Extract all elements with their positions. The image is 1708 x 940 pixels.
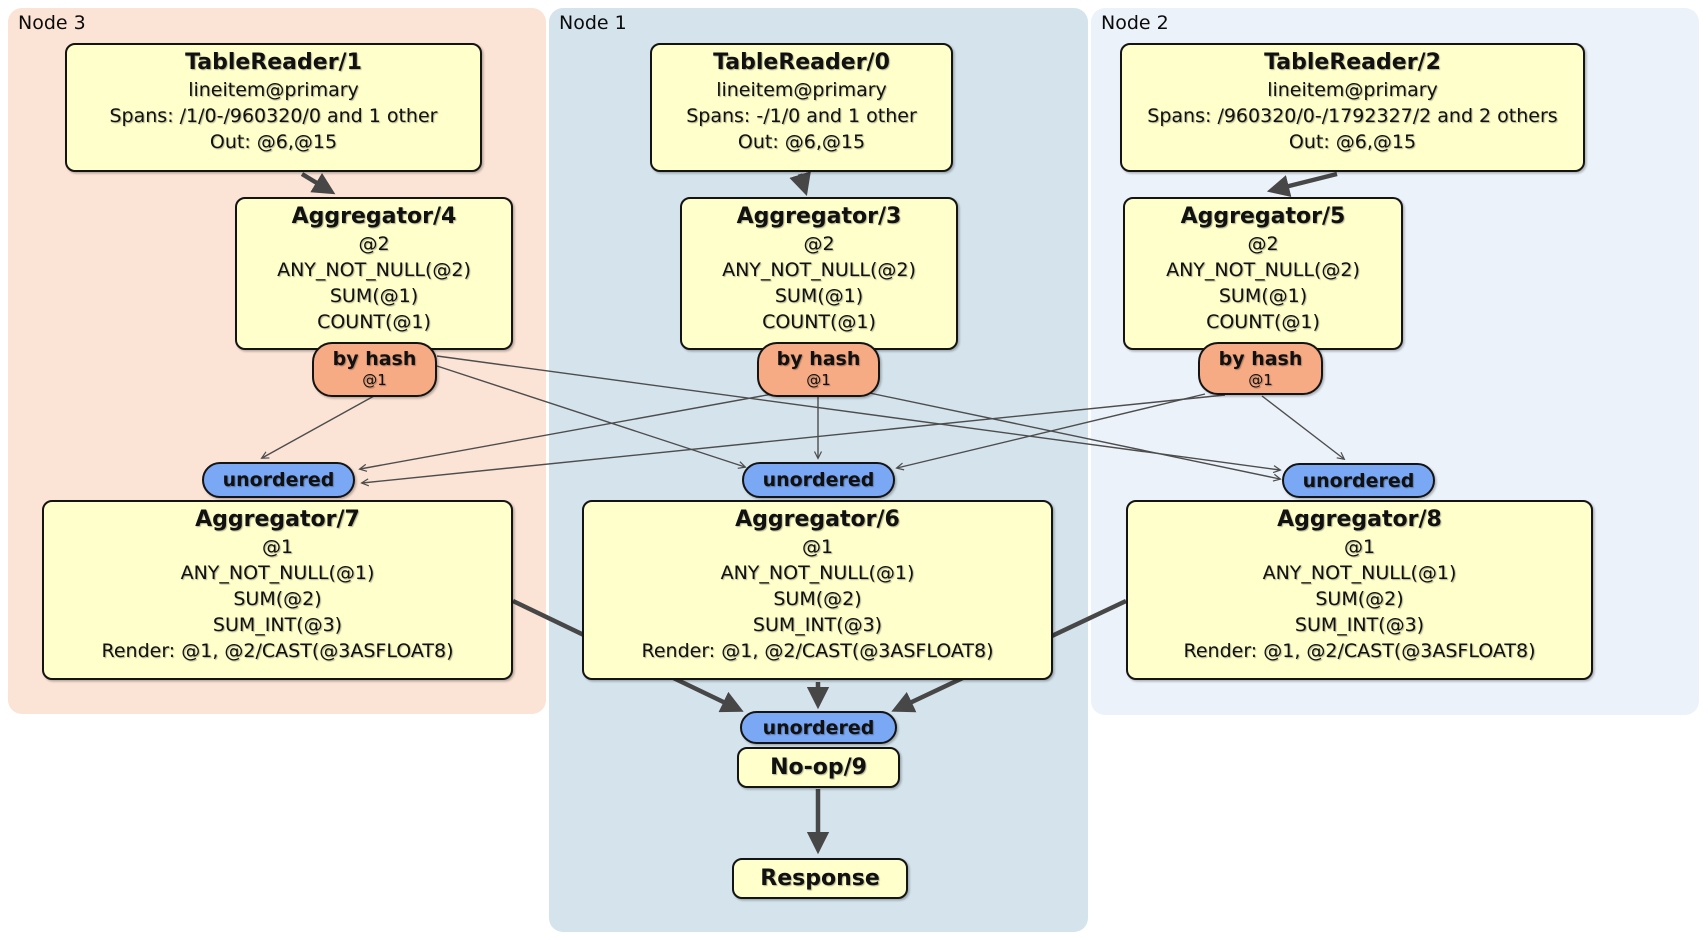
processor-line: Render: @1, @2/CAST(@3ASFLOAT8): [1183, 640, 1536, 662]
processor-box-aggregator-6: Aggregator/6 @1 ANY_NOT_NULL(@1) SUM(@2)…: [582, 500, 1053, 680]
processor-line: lineitem@primary: [188, 79, 359, 101]
sync-unordered-node2: unordered: [1282, 463, 1435, 498]
router-detail: @1: [362, 371, 387, 389]
sync-label: unordered: [762, 469, 875, 491]
router-label: by hash: [1218, 348, 1303, 370]
processor-line: SUM_INT(@3): [752, 614, 883, 636]
processor-line: @2: [358, 233, 390, 255]
edge-r3-s3: [262, 395, 375, 458]
processor-box-noop-9: No-op/9: [737, 747, 900, 788]
processor-title: Response: [760, 866, 880, 891]
edge-r2-s3: [362, 394, 1226, 483]
router-label: by hash: [776, 348, 861, 370]
processor-box-aggregator-3: Aggregator/3 @2 ANY_NOT_NULL(@2) SUM(@1)…: [680, 197, 958, 350]
processor-box-aggregator-4: Aggregator/4 @2 ANY_NOT_NULL(@2) SUM(@1)…: [235, 197, 513, 350]
processor-line: Out: @6,@15: [1288, 131, 1417, 153]
processor-title: Aggregator/5: [1180, 204, 1346, 229]
edge-r2-s2: [1261, 395, 1344, 459]
processor-line: ANY_NOT_NULL(@1): [180, 562, 375, 584]
router-by-hash-node1: by hash @1: [757, 342, 880, 397]
edge-r2-s1: [897, 393, 1206, 468]
processor-box-tablereader-1: TableReader/1 lineitem@primary Spans: /1…: [65, 43, 482, 172]
processor-box-tablereader-0: TableReader/0 lineitem@primary Spans: -/…: [650, 43, 953, 172]
processor-line: SUM_INT(@3): [1294, 614, 1425, 636]
processor-line: Spans: /1/0-/960320/0 and 1 other: [109, 105, 438, 127]
processor-line: Render: @1, @2/CAST(@3ASFLOAT8): [101, 640, 454, 662]
processor-title: Aggregator/8: [1277, 507, 1442, 532]
processor-line: SUM(@1): [1218, 285, 1308, 307]
processor-title: TableReader/1: [185, 50, 362, 75]
processor-line: Out: @6,@15: [737, 131, 866, 153]
processor-line: @1: [1343, 536, 1376, 558]
sync-unordered-final: unordered: [740, 711, 897, 744]
sync-unordered-node3: unordered: [202, 462, 355, 498]
edge-tr0-agg3: [789, 171, 811, 197]
router-by-hash-node2: by hash @1: [1198, 342, 1323, 395]
processor-line: @2: [803, 233, 835, 255]
processor-line: COUNT(@1): [317, 311, 431, 333]
processor-line: ANY_NOT_NULL(@2): [722, 259, 916, 281]
processor-line: ANY_NOT_NULL(@1): [720, 562, 915, 584]
edge-r3-s2: [436, 355, 1280, 470]
processor-line: COUNT(@1): [1206, 311, 1320, 333]
panel-node2-label: Node 2: [1101, 12, 1169, 34]
router-label: by hash: [332, 348, 417, 370]
edge-r1-s2: [859, 390, 1280, 479]
processor-line: SUM(@2): [773, 588, 862, 610]
processor-line: COUNT(@1): [762, 311, 876, 333]
processor-line: @2: [1247, 233, 1279, 255]
processor-box-aggregator-8: Aggregator/8 @1 ANY_NOT_NULL(@1) SUM(@2)…: [1126, 500, 1593, 680]
processor-line: SUM_INT(@3): [212, 614, 343, 636]
edge-tr2-agg5: [1266, 171, 1338, 197]
processor-line: lineitem@primary: [716, 79, 887, 101]
edge-r1-s3: [360, 392, 779, 469]
sync-label: unordered: [762, 716, 875, 739]
processor-line: SUM(@1): [774, 285, 864, 307]
processor-box-aggregator-5: Aggregator/5 @2 ANY_NOT_NULL(@2) SUM(@1)…: [1123, 197, 1403, 350]
response-box: Response: [732, 858, 908, 899]
edge-tr1-agg4: [300, 172, 336, 195]
processor-line: ANY_NOT_NULL(@2): [277, 259, 471, 281]
processor-line: @1: [261, 536, 294, 558]
processor-line: ANY_NOT_NULL(@2): [1166, 259, 1360, 281]
processor-title: Aggregator/3: [736, 204, 902, 229]
processor-line: Out: @6,@15: [209, 131, 338, 153]
edge-r3-s1: [436, 365, 745, 467]
processor-line: SUM(@2): [233, 588, 322, 610]
processor-line: lineitem@primary: [1267, 79, 1438, 101]
processor-line: ANY_NOT_NULL(@1): [1262, 562, 1457, 584]
processor-line: SUM(@1): [329, 285, 419, 307]
processor-line: Render: @1, @2/CAST(@3ASFLOAT8): [641, 640, 994, 662]
sync-label: unordered: [1302, 469, 1415, 492]
sync-unordered-node1: unordered: [742, 462, 895, 498]
processor-title: Aggregator/4: [291, 204, 457, 229]
processor-title: TableReader/0: [713, 50, 890, 75]
processor-line: @1: [801, 536, 834, 558]
router-by-hash-node3: by hash @1: [312, 342, 437, 397]
processor-title: No-op/9: [770, 755, 867, 780]
processor-box-aggregator-7: Aggregator/7 @1 ANY_NOT_NULL(@1) SUM(@2)…: [42, 500, 513, 680]
router-detail: @1: [1248, 371, 1273, 389]
processor-box-tablereader-2: TableReader/2 lineitem@primary Spans: /9…: [1120, 43, 1585, 172]
router-detail: @1: [806, 371, 831, 389]
panel-node3-label: Node 3: [18, 12, 86, 34]
panel-node1-label: Node 1: [559, 12, 627, 34]
processor-title: TableReader/2: [1264, 50, 1441, 75]
processor-title: Aggregator/7: [195, 507, 360, 532]
sync-label: unordered: [222, 469, 335, 491]
processor-line: Spans: -/1/0 and 1 other: [686, 105, 917, 127]
processor-line: Spans: /960320/0-/1792327/2 and 2 others: [1147, 105, 1558, 127]
processor-line: SUM(@2): [1315, 588, 1404, 610]
processor-title: Aggregator/6: [735, 507, 900, 532]
